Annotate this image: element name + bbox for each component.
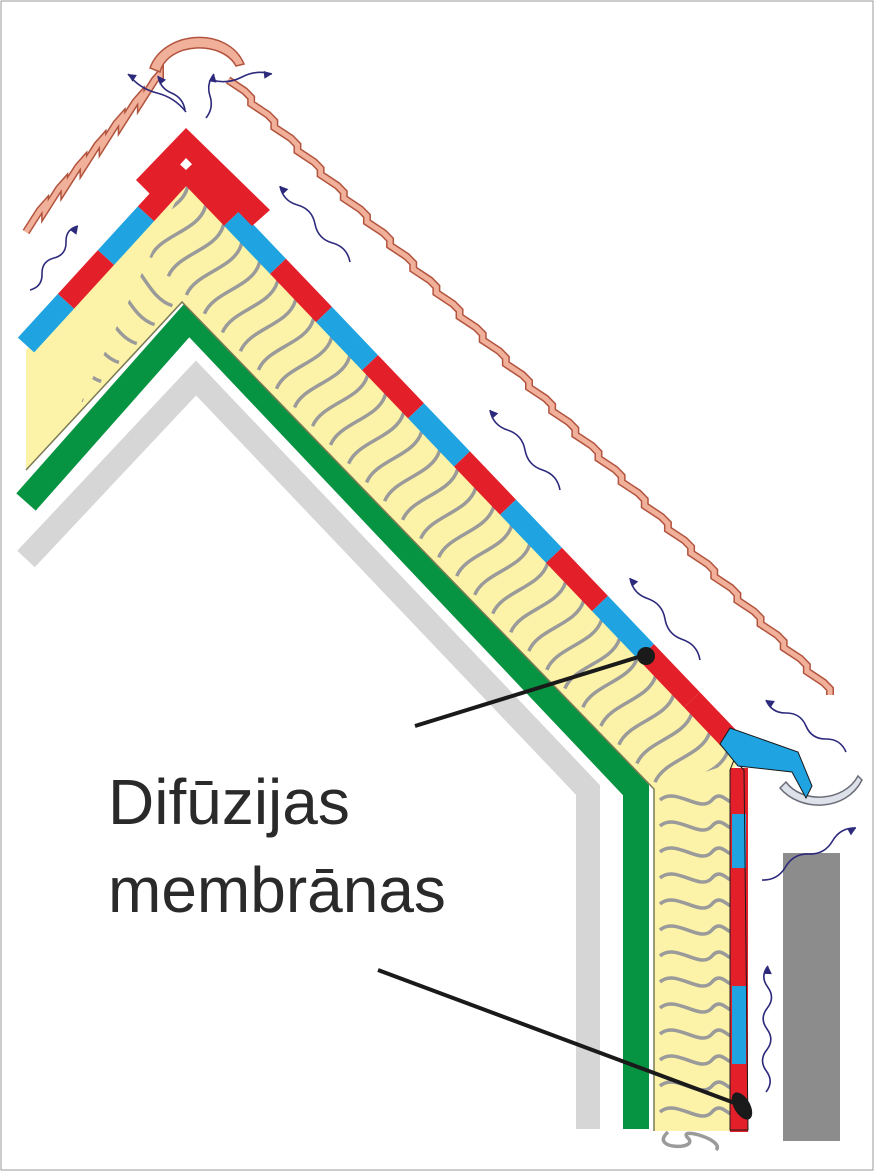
membrane-segment xyxy=(454,451,516,515)
insulation-wave xyxy=(6,33,87,108)
pointer-dot-lower xyxy=(731,1092,753,1120)
insulation-wave xyxy=(658,976,734,988)
insulation-wave xyxy=(658,846,734,858)
insulation-wave xyxy=(658,872,734,884)
membrane-segment xyxy=(178,162,240,226)
ridge-cap xyxy=(149,36,246,74)
insulation-wave xyxy=(26,377,31,459)
air-flow-arrowhead xyxy=(70,226,78,235)
air-flow-arrowhead xyxy=(280,186,289,195)
facade-cladding xyxy=(783,853,840,1141)
roof-tile-strip-fill xyxy=(23,67,163,234)
membrane-wall-segment xyxy=(732,814,746,868)
membrane-segment xyxy=(362,355,424,419)
membrane-segment xyxy=(408,403,470,467)
air-flow-arrowhead xyxy=(490,410,499,419)
roof-tiles xyxy=(22,63,834,695)
insulation-wave xyxy=(658,794,734,806)
inner-board-layer xyxy=(17,360,600,1129)
air-flow-arrow xyxy=(489,409,561,491)
insulation-wave xyxy=(24,52,105,127)
membrane-segment xyxy=(592,595,654,660)
insulation-wave xyxy=(658,820,734,832)
air-flow-arrow xyxy=(629,577,701,661)
air-flow-arrowhead xyxy=(847,828,856,836)
air-flow-arrowhead xyxy=(263,70,272,79)
membrane-segment xyxy=(17,293,75,353)
air-flow-arrow xyxy=(29,225,79,291)
air-flow-arrow xyxy=(765,699,847,753)
air-flow-arrows xyxy=(29,70,857,1093)
insulation-wave xyxy=(658,1028,734,1040)
membrane-wall-segment xyxy=(732,986,746,1064)
diffusion-membrane-layer xyxy=(17,128,749,1132)
insulation-wave xyxy=(0,398,12,476)
air-flow-arrow xyxy=(211,71,273,83)
insulation-overflow-wave xyxy=(661,1130,720,1152)
gutter xyxy=(778,774,863,806)
label-pointers xyxy=(377,647,753,1120)
insulation-wave xyxy=(658,1002,734,1014)
air-flow-arrowhead xyxy=(158,76,167,85)
membrane-segment xyxy=(57,250,115,309)
membrane-ridge xyxy=(136,128,270,226)
diagram-label-line-1: Difūzijas xyxy=(108,766,350,838)
eaves-flashing xyxy=(719,727,813,800)
air-flow-arrowhead xyxy=(763,966,772,975)
air-flow-arrow xyxy=(279,185,351,263)
insulation-wave xyxy=(658,1054,734,1066)
air-flow-arrow xyxy=(761,827,857,881)
insulation-wave xyxy=(658,1106,734,1118)
air-flow-arrowhead xyxy=(630,578,639,587)
diagram-label-line-2: membrānas xyxy=(108,854,446,926)
membrane-segment xyxy=(270,258,332,323)
insulation-wave xyxy=(658,898,734,910)
pointer-dot-upper xyxy=(637,647,655,665)
air-flow-arrow xyxy=(127,73,187,113)
membrane-segment xyxy=(546,547,608,612)
vapor-barrier-layer xyxy=(16,298,649,1129)
membrane-segment xyxy=(316,306,378,371)
membrane-segment xyxy=(500,499,562,563)
roof-tile-strip-fill xyxy=(226,77,833,695)
membrane-segment xyxy=(97,206,155,265)
insulation-wave xyxy=(658,924,734,936)
air-flow-arrowhead xyxy=(128,74,137,82)
insulation-wave xyxy=(658,950,734,962)
air-flow-arrow xyxy=(761,965,773,1093)
air-flow-arrowhead xyxy=(766,700,775,708)
membrane-segment xyxy=(224,210,286,274)
